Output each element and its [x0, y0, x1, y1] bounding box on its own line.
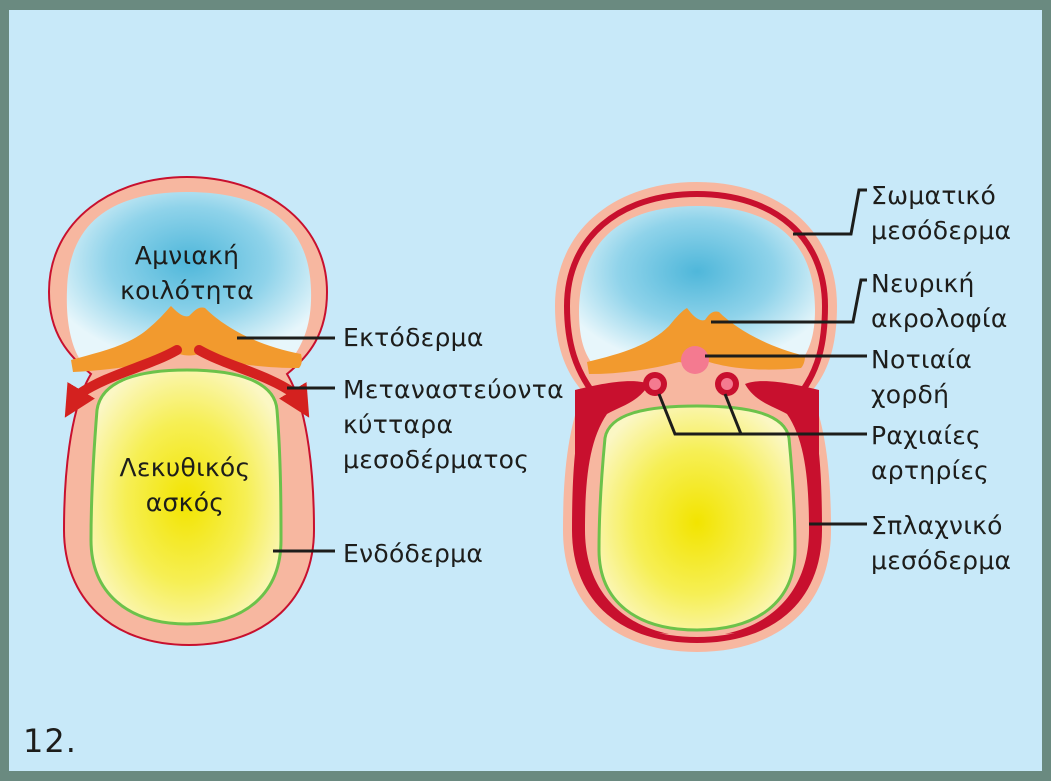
label-yolk-sac-line-1: Λεκυθικός	[119, 453, 251, 482]
label-notochord-line-1: Νοτιαία	[871, 345, 973, 374]
label-ectoderm: Εκτόδερμα	[343, 323, 484, 352]
label-yolk-sac-line-2: ασκός	[145, 488, 225, 517]
right-somatic-mesoderm	[563, 190, 829, 644]
right-splanchnic-mesoderm-left	[575, 381, 669, 634]
dorsal-artery-right-lumen	[721, 378, 733, 390]
label-migrating-cells-line-2: κύτταρα	[343, 410, 454, 439]
label-somatic-mesoderm-line-2: μεσόδερμα	[871, 216, 1012, 245]
left-yolk-sac	[89, 368, 283, 626]
figure-panel: Αμνιακή κοιλότητα Λεκυθικός ασκός Εκτόδε…	[9, 10, 1042, 771]
label-splanchnic-mesoderm: Σπλαχνικό μεσόδερμα	[871, 508, 1011, 578]
dorsal-artery-left-lumen	[649, 378, 661, 390]
label-dorsal-arteries: Ραχιαίες αρτηρίες	[871, 418, 989, 488]
left-embryo	[47, 175, 329, 647]
left-amniotic-cavity	[66, 192, 312, 358]
embryo-cross-sections	[47, 175, 867, 652]
figure-number: 12.	[23, 722, 77, 760]
leader-dorsal-arteries-right	[723, 393, 743, 435]
label-amniotic-cavity: Αμνιακή κοιλότητα	[107, 238, 267, 308]
leader-dorsal-arteries	[657, 393, 867, 436]
label-migrating-mesoderm-cells: Μεταναστεύοντα κύτταρα μεσοδέρματος	[343, 372, 564, 477]
label-splanchnic-mesoderm-line-1: Σπλαχνικό	[871, 511, 1003, 540]
label-amniotic-cavity-line-1: Αμνιακή	[134, 241, 240, 270]
label-splanchnic-mesoderm-line-2: μεσόδερμα	[871, 546, 1012, 575]
label-migrating-cells-line-3: μεσοδέρματος	[343, 445, 530, 474]
label-somatic-mesoderm: Σωματικό μεσόδερμα	[871, 178, 1011, 248]
label-neural-crest: Νευρική ακρολοφία	[871, 266, 1008, 336]
right-splanchnic-mesoderm-right	[725, 381, 819, 634]
leader-neural-crest	[711, 278, 867, 324]
leader-somatic-mesoderm	[793, 188, 867, 236]
label-notochord: Νοτιαία χορδή	[871, 342, 972, 412]
label-dorsal-arteries-line-1: Ραχιαίες	[871, 421, 981, 450]
left-ectoderm	[71, 306, 302, 372]
label-amniotic-cavity-line-2: κοιλότητα	[120, 276, 254, 305]
label-yolk-sac: Λεκυθικός ασκός	[95, 450, 275, 520]
label-endoderm: Ενδόδερμα	[343, 539, 484, 568]
right-yolk-sac	[597, 404, 797, 632]
label-migrating-cells-line-1: Μεταναστεύοντα	[343, 375, 564, 404]
label-somatic-mesoderm-line-1: Σωματικό	[871, 181, 997, 210]
left-migrating-arrow-right	[194, 345, 310, 418]
label-neural-crest-line-2: ακρολοφία	[871, 304, 1008, 333]
label-notochord-line-2: χορδή	[871, 380, 950, 409]
label-dorsal-arteries-line-2: αρτηρίες	[871, 456, 990, 485]
notochord	[681, 346, 709, 374]
label-neural-crest-line-1: Νευρική	[871, 269, 975, 298]
left-migrating-arrow-left	[64, 345, 182, 418]
leader-lines	[237, 188, 867, 553]
right-embryo	[555, 182, 837, 652]
